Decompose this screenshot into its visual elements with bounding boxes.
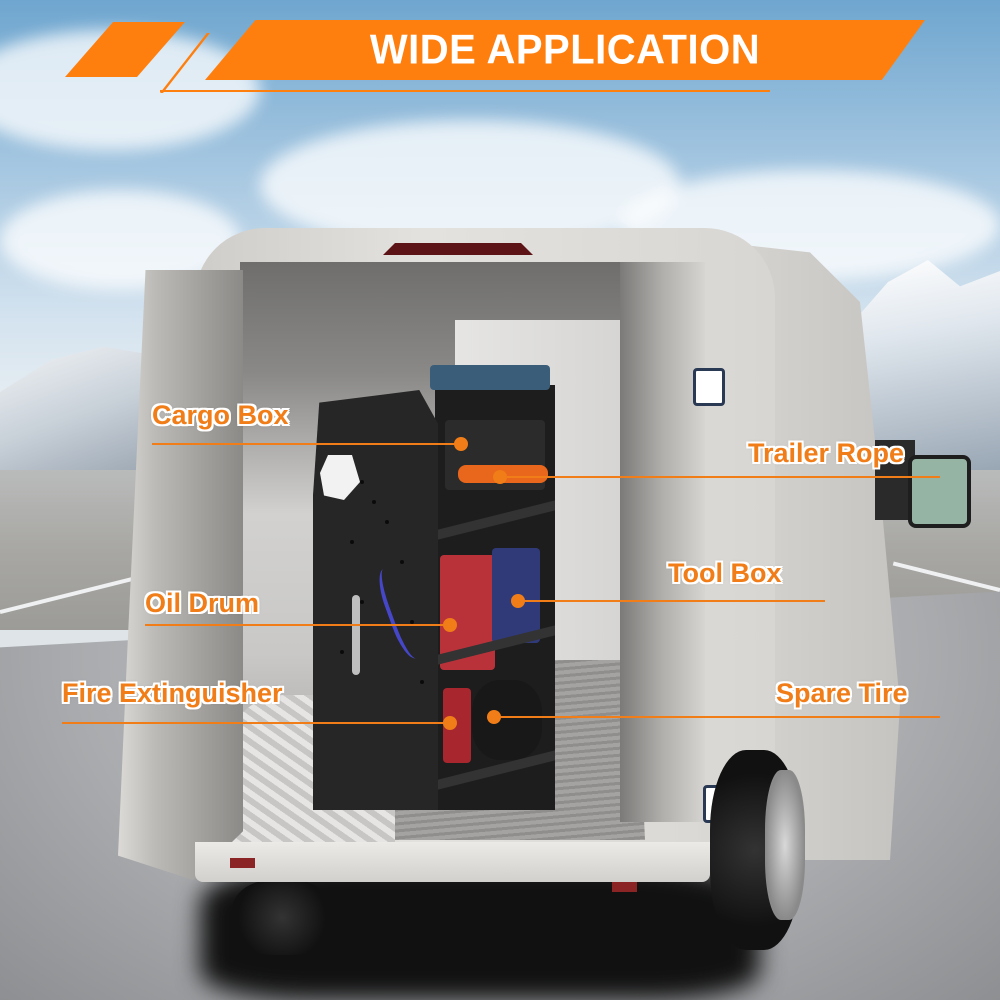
leader-line-spare-tire <box>494 716 940 718</box>
label-trailer-rope: Trailer Rope <box>748 438 905 468</box>
reflector-right <box>612 882 637 892</box>
label-cargo-box: Cargo Box <box>152 400 289 430</box>
label-tool-box: Tool Box <box>668 558 782 588</box>
pointer-dot-trailer-rope <box>493 470 507 484</box>
leader-line-fire-extinguisher <box>62 722 450 724</box>
rear-bumper <box>195 842 710 882</box>
label-oil-drum: Oil Drum <box>145 588 260 618</box>
right-rear-door <box>620 262 705 822</box>
pointer-dot-cargo-box <box>454 437 468 451</box>
wheel-rim <box>765 770 805 920</box>
leader-line-oil-drum <box>145 624 450 626</box>
door-hinge-icon <box>693 368 725 406</box>
leader-line-cargo-box <box>152 443 462 445</box>
header-banner: WIDE APPLICATION <box>205 20 925 80</box>
top-shelf-items <box>430 365 550 390</box>
spare-tire-item <box>472 680 542 760</box>
reflector-left <box>230 858 255 868</box>
label-fire-extinguisher: Fire Extinguisher <box>62 678 283 708</box>
label-spare-tire: Spare Tire <box>776 678 908 708</box>
rear-tire-left <box>232 880 332 955</box>
pointer-dot-spare-tire <box>487 710 501 724</box>
pegboard-side-panel <box>313 390 438 810</box>
pointer-dot-oil-drum <box>443 618 457 632</box>
brake-light <box>383 243 533 255</box>
banner-title: WIDE APPLICATION <box>369 26 761 73</box>
side-mirror <box>908 455 971 528</box>
wrench-on-hook <box>352 595 360 675</box>
leader-line-trailer-rope <box>500 476 940 478</box>
pointer-dot-tool-box <box>511 594 525 608</box>
pointer-dot-fire-extinguisher <box>443 716 457 730</box>
banner-underline <box>160 90 770 92</box>
leader-line-tool-box <box>518 600 825 602</box>
